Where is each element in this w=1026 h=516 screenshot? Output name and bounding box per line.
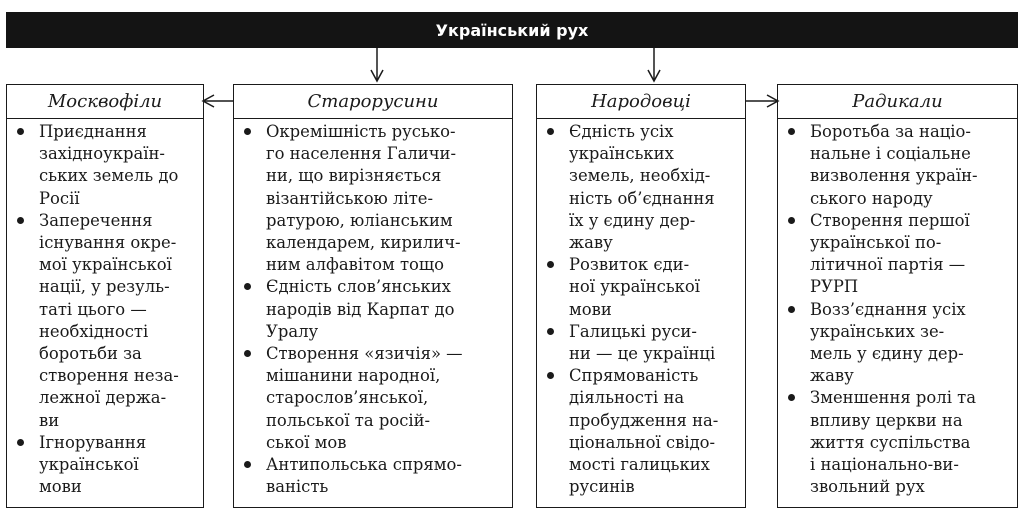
- column-narodovtsi: Народовці Єдність усіх українських земел…: [536, 84, 746, 508]
- item-text: Приєднання західноукраїн- ських земель д…: [39, 122, 179, 208]
- item-text: Спрямованість діяльності на пробудження …: [569, 366, 719, 497]
- item-text: Створення «язичія» — мішанини народної, …: [266, 344, 463, 452]
- list-item: Створення першої української по- літично…: [784, 210, 1013, 299]
- list-item: Приєднання західноукраїн- ських земель д…: [13, 121, 199, 210]
- item-text: Боротьба за націо- нальне і соціальне ви…: [810, 122, 978, 208]
- list-item: Створення «язичія» — мішанини народної, …: [240, 343, 508, 454]
- item-text: Створення першої української по- літично…: [810, 210, 970, 297]
- arrowhead-starorusyny: [370, 69, 384, 83]
- column-moskvofily: Москвофіли Приєднання західноукраїн- ськ…: [6, 84, 204, 508]
- list-item: Возз’єднання усіх українських зе- мель у…: [784, 299, 1013, 388]
- item-text: Єдність усіх українських земель, необхід…: [569, 122, 715, 253]
- list-item: Зменшення ролі та впливу церкви на життя…: [784, 387, 1013, 498]
- list-item: Ігнорування української мови: [13, 432, 199, 499]
- list-item: Розвиток єди- ної української мови: [543, 254, 741, 321]
- item-list: Боротьба за націо- нальне і соціальне ви…: [778, 119, 1017, 498]
- item-text: Галицькі руси- ни — це українці: [569, 321, 716, 364]
- list-item: Антипольська спрямо- ваність: [240, 454, 508, 498]
- item-text: Возз’єднання усіх українських зе- мель у…: [810, 299, 966, 386]
- item-list: Окремішність русько- го населення Галичи…: [234, 119, 512, 498]
- column-header: Народовці: [537, 85, 745, 119]
- item-text: Єдність слов’янських народів від Карпат …: [266, 277, 455, 341]
- item-text: Антипольська спрямо- ваність: [266, 455, 462, 497]
- arrowhead-narodovtsi: [647, 69, 661, 83]
- list-item: Галицькі руси- ни — це українці: [543, 321, 741, 365]
- list-item: Спрямованість діяльності на пробудження …: [543, 365, 741, 498]
- item-text: Розвиток єди- ної української мови: [569, 255, 701, 319]
- column-header: Старорусини: [234, 85, 512, 119]
- column-starorusyny: Старорусини Окремішність русько- го насе…: [233, 84, 513, 508]
- list-item: Єдність слов’янських народів від Карпат …: [240, 276, 508, 343]
- item-list: Єдність усіх українських земель, необхід…: [537, 119, 745, 498]
- item-text: Ігнорування української мови: [39, 432, 147, 497]
- list-item: Заперечення існування окре- мої українсь…: [13, 210, 199, 432]
- list-item: Боротьба за націо- нальне і соціальне ви…: [784, 121, 1013, 210]
- item-text: Заперечення існування окре- мої українсь…: [39, 210, 179, 430]
- item-text: Зменшення ролі та впливу церкви на життя…: [810, 388, 976, 497]
- item-text: Окремішність русько- го населення Галичи…: [266, 122, 461, 275]
- column-radykaly: Радикали Боротьба за націо- нальне і соц…: [777, 84, 1018, 508]
- list-item: Єдність усіх українських земель, необхід…: [543, 121, 741, 254]
- diagram-title: Український рух: [6, 12, 1018, 48]
- list-item: Окремішність русько- го населення Галичи…: [240, 121, 508, 276]
- column-header: Радикали: [778, 85, 1017, 119]
- item-list: Приєднання західноукраїн- ських земель д…: [7, 119, 203, 498]
- column-header: Москвофіли: [7, 85, 203, 119]
- arrowhead-radykaly: [766, 94, 780, 108]
